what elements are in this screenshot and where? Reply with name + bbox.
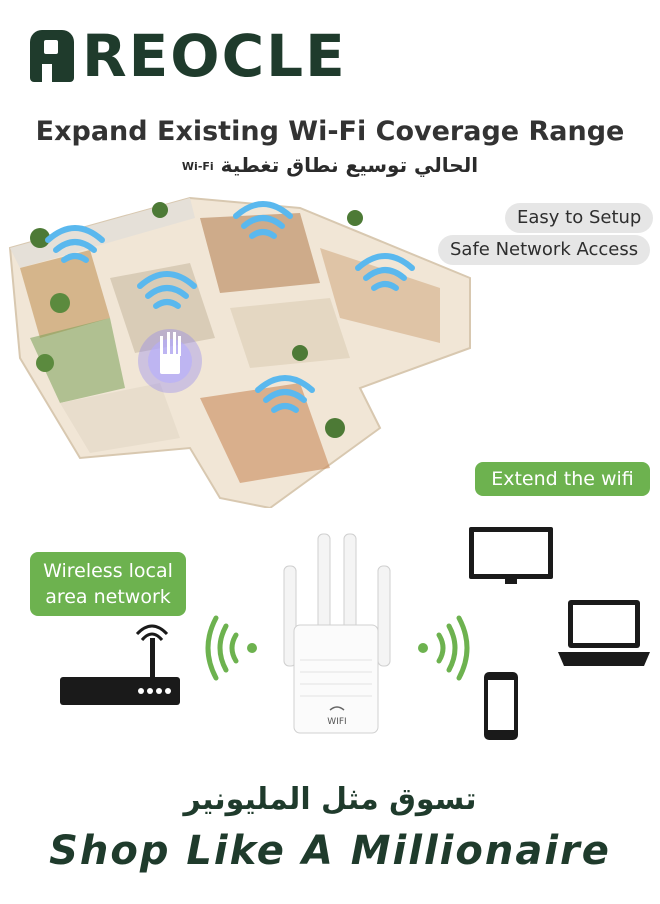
wireless-lan-label: Wireless local area network: [30, 552, 186, 616]
wifi-signal-icon: [233, 201, 293, 239]
subheadline-arabic: الحالي توسيع نطاق تغطية: [220, 153, 479, 177]
signal-waves-icon: [205, 615, 239, 681]
wifi-signal-icon: [45, 225, 105, 263]
slogan: Shop Like A Millionaire: [49, 828, 611, 874]
laptop-icon: [558, 600, 650, 666]
floor-plan-illustration: [8, 196, 471, 508]
feature-easy-setup: Easy to Setup: [505, 203, 654, 233]
signal-waves-icon: [436, 615, 470, 681]
extend-wifi-label: Extend the wifi: [475, 462, 650, 496]
brand-name: REOCLE: [82, 22, 347, 90]
wifi-signal-icon: [355, 253, 415, 291]
router-icon: [60, 624, 180, 705]
wifi-signal-icon: [137, 271, 197, 309]
wireless-label-line2: area network: [45, 586, 171, 608]
wireless-label-line1: Wireless local: [43, 560, 173, 582]
repeater-icon: WIFI: [283, 533, 391, 734]
network-diagram: WIFI: [60, 527, 650, 740]
subheadline-wifi-label: Wi-Fi: [181, 160, 214, 173]
headline: Expand Existing Wi-Fi Coverage Range: [35, 116, 625, 147]
subheadline: الحالي توسيع نطاق تغطية Wi-Fi: [0, 153, 660, 177]
phone-icon: [484, 672, 518, 740]
brand-logo: REOCLE: [30, 22, 347, 90]
feature-safe-network: Safe Network Access: [438, 235, 651, 265]
wifi-signal-icon: [255, 375, 315, 413]
logo-mark-icon: [30, 30, 74, 82]
monitor-icon: [469, 527, 553, 584]
repeater-label: WIFI: [327, 717, 346, 727]
slogan-arabic: تسوق مثل المليونير: [183, 782, 477, 817]
